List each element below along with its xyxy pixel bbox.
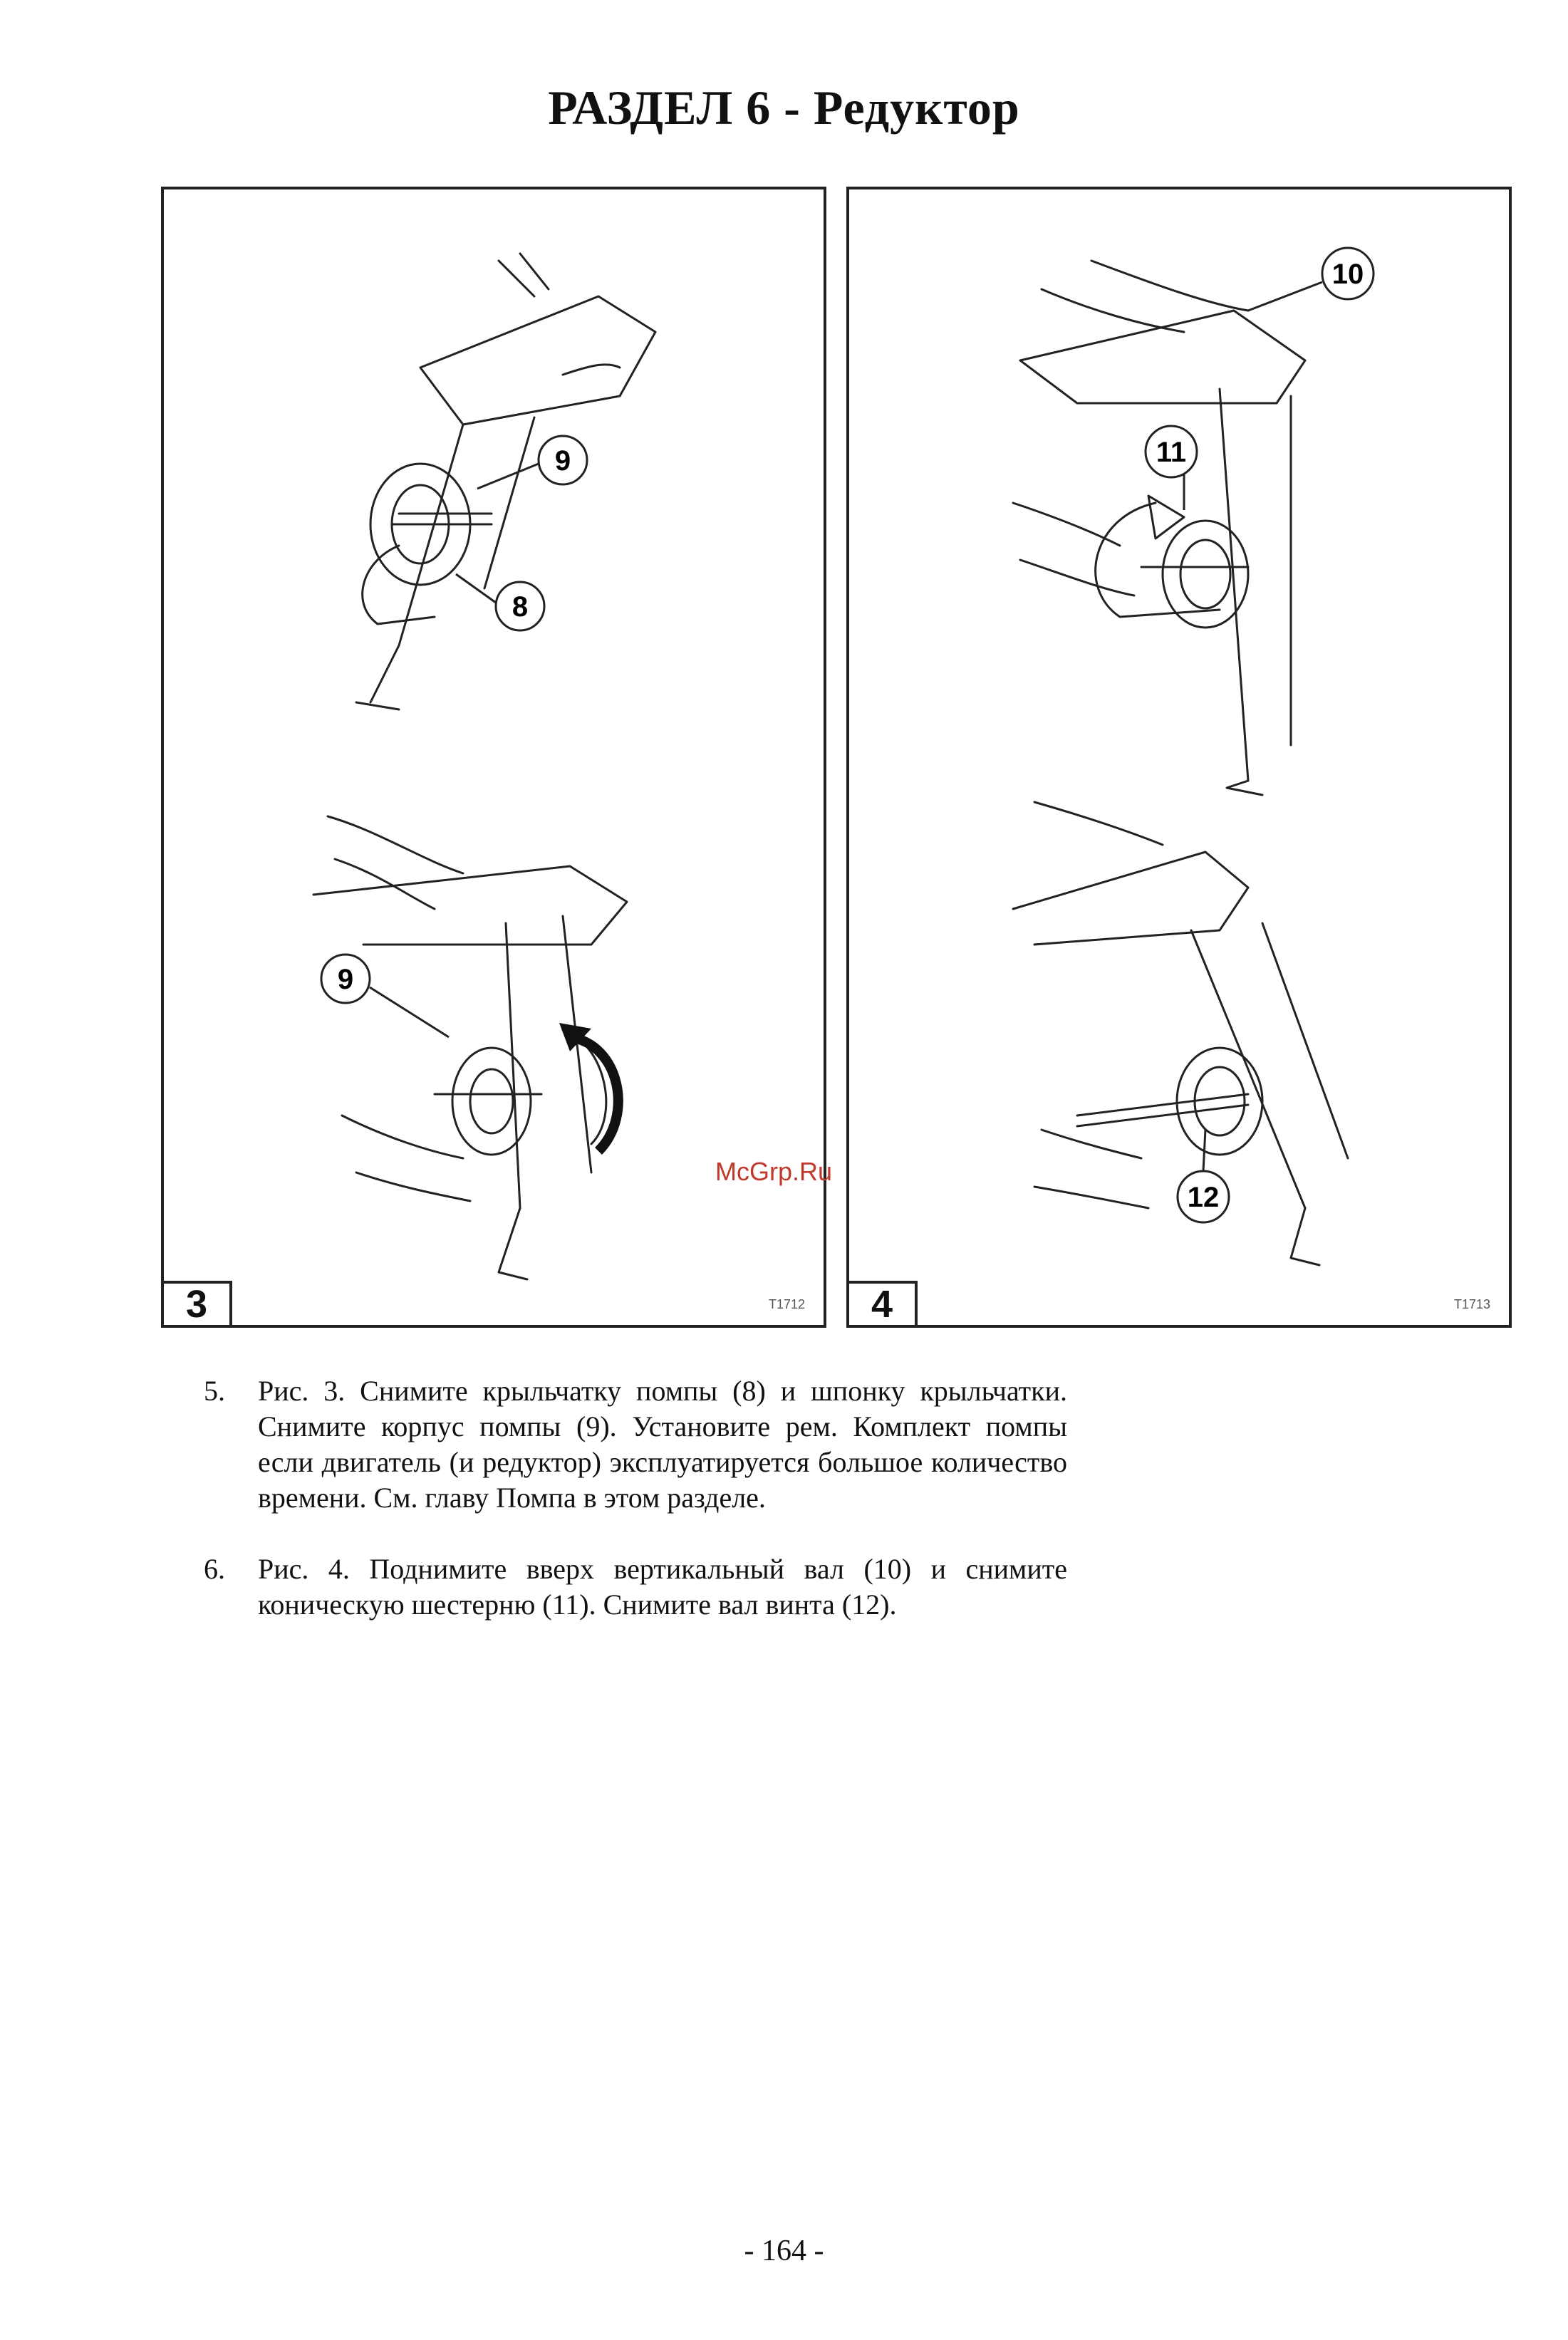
- figure-number: 3: [161, 1281, 232, 1328]
- callout-9-lower-circle: [320, 953, 371, 1004]
- callout-8-circle: [494, 581, 546, 632]
- callout-label: 8: [512, 591, 528, 623]
- callout-label: 12: [1188, 1182, 1220, 1213]
- callout-9-upper-circle: [537, 435, 588, 486]
- step-text: Рис. 4. Поднимите вверх вертикальный вал…: [258, 1553, 1067, 1621]
- figure-code: T1713: [1453, 1297, 1490, 1311]
- figure-3: 9 8 9 3 T1712: [161, 187, 826, 1328]
- step-number: 5.: [204, 1375, 225, 1407]
- figure-code: T1712: [768, 1297, 805, 1311]
- instruction-list: 5. Рис. 3. Снимите крыльчатку помпы (8) …: [204, 1373, 1067, 1658]
- step-text: Рис. 3. Снимите крыльчатку помпы (8) и ш…: [258, 1375, 1067, 1514]
- list-item: 6. Рис. 4. Поднимите вверх вертикальный …: [204, 1551, 1067, 1623]
- callout-label: 9: [555, 445, 571, 477]
- callout-10-circle: [1321, 246, 1375, 301]
- step-number: 6.: [204, 1553, 225, 1585]
- callout-label: 10: [1332, 259, 1364, 290]
- figure-4: 10 11 12 4 T1713: [846, 187, 1512, 1328]
- figure-number: 4: [846, 1281, 918, 1328]
- callout-label: 11: [1156, 437, 1186, 468]
- page-number: - 164 -: [744, 2235, 824, 2267]
- callout-11-circle: [1144, 425, 1198, 479]
- callout-label: 9: [338, 964, 353, 995]
- watermark: McGrp.Ru: [715, 1157, 833, 1186]
- page-title: РАЗДЕЛ 6 - Редуктор: [548, 80, 1020, 135]
- figure-4-illustration: 10 11 12: [1012, 246, 1375, 1267]
- list-item: 5. Рис. 3. Снимите крыльчатку помпы (8) …: [204, 1373, 1067, 1516]
- figure-3-illustration: 9 8 9: [312, 252, 657, 1281]
